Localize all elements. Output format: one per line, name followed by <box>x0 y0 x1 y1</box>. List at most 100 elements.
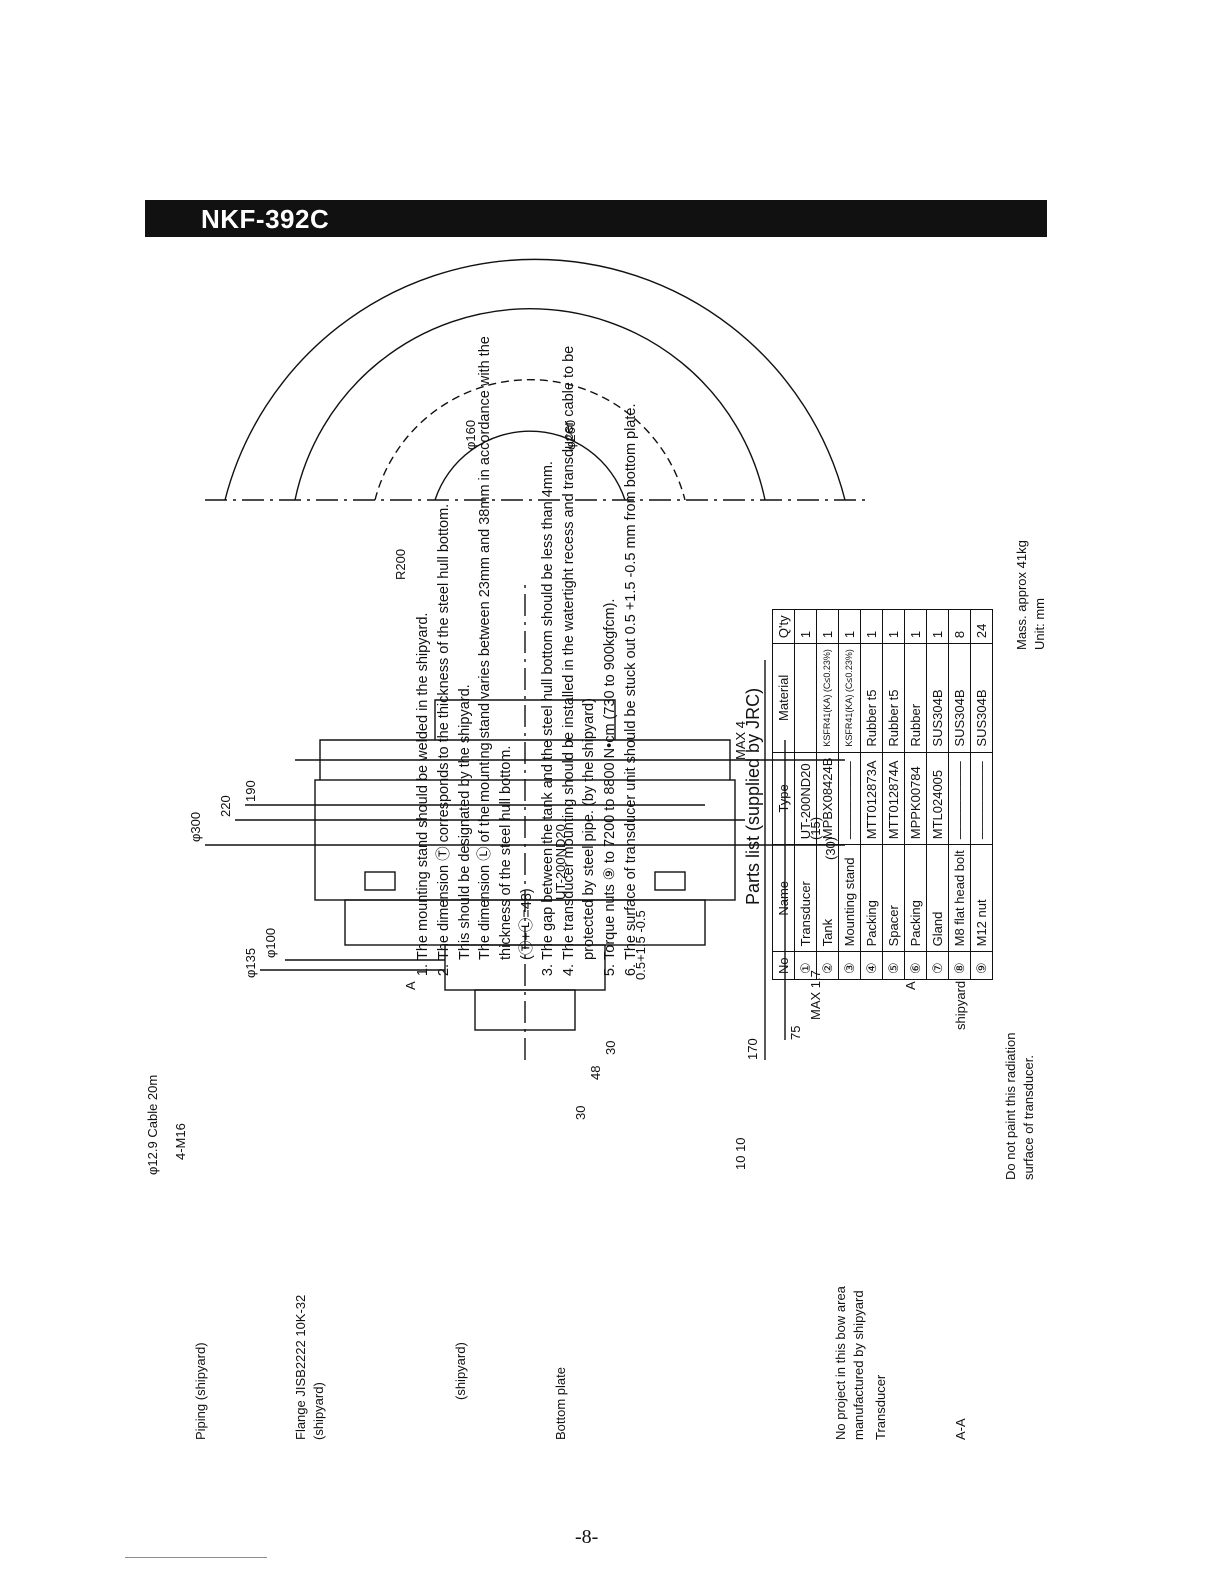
col-type: Type <box>772 752 795 845</box>
cell-name: M8 flat head bolt <box>948 844 971 952</box>
rotated-sheet: UT-200ND20 φ12.9 Cable 20m 4-M16 Piping … <box>145 245 1047 1460</box>
cell-qty: 1 <box>904 609 927 644</box>
cell-no: ④ <box>860 951 883 980</box>
cell-qty: 8 <box>948 609 971 644</box>
cell-qty: 1 <box>926 609 949 644</box>
cell-material: SUS304B <box>948 643 971 753</box>
shipyard-left-label: (shipyard) <box>453 1342 468 1400</box>
cell-no: ⑤ <box>882 951 905 980</box>
note-2: The dimension Ⓣ corresponds to the thick… <box>434 300 538 960</box>
cell-material: SUS304B <box>970 643 993 753</box>
cell-qty: 1 <box>816 609 839 644</box>
cell-type: —————— <box>948 752 971 845</box>
parts-header-row: No Name Type Material Q'ty <box>772 609 795 980</box>
nut-bottom <box>654 871 686 891</box>
flange-sub-label: (shipyard) <box>311 1382 326 1440</box>
section-a-left: A <box>403 981 418 990</box>
cell-name: Transducer <box>794 844 817 952</box>
cell-no: ⑦ <box>926 951 949 980</box>
weld-label: 10 10 <box>733 1137 748 1170</box>
dim-30-label: 30 <box>603 1041 618 1055</box>
bottom-view-outer <box>224 258 846 501</box>
t30-label: (30) <box>823 837 838 860</box>
piping-label: Piping (shipyard) <box>193 1342 208 1440</box>
cell-qty: 1 <box>882 609 905 644</box>
cell-name: Packing <box>860 844 883 952</box>
mass-info: Mass. approx 41kg Unit: mm <box>1013 540 1049 650</box>
cell-name: Tank <box>816 844 839 952</box>
dim-30b-label: 30 <box>573 1106 588 1120</box>
dim-170-label: 170 <box>745 1038 760 1060</box>
dim-100-label: φ100 <box>263 928 278 958</box>
cell-type: MTT012874A <box>882 752 905 845</box>
flange-label: Flange JISB2222 10K-32 <box>293 1295 308 1440</box>
cable-label: φ12.9 Cable 20m <box>145 1075 160 1175</box>
tolerance-label: 0.5+1.5 -0.5 <box>633 910 648 980</box>
section-a-right: A <box>903 981 918 990</box>
cell-material: KSFR41(KA) (C≤0.23%) <box>838 643 861 753</box>
cell-qty: 1 <box>794 609 817 644</box>
bottom-view-r200 <box>294 308 766 501</box>
col-no: No <box>772 951 795 980</box>
r200-label: R200 <box>393 549 408 580</box>
note-6: The surface of transducer unit should be… <box>621 300 642 960</box>
max4-label: MAX 4 <box>733 721 748 760</box>
cell-no: ① <box>794 951 817 980</box>
cell-type: MPBX08424B <box>816 752 839 845</box>
col-material: Material <box>772 643 795 753</box>
note-2-sub: This should be designated by the shipyar… <box>456 684 473 960</box>
cell-no: ⑨ <box>970 951 993 980</box>
cell-material: KSFR41(KA) (C≤0.23%) <box>816 643 839 753</box>
do-not-paint-label: Do not paint this radiation <box>1003 1033 1018 1180</box>
note-3: The gap between the tank and the steel h… <box>538 300 559 960</box>
cell-material: SUS304B <box>926 643 949 753</box>
unit-value: Unit: mm <box>1032 598 1047 650</box>
col-name: Name <box>772 844 795 952</box>
cell-name: Mounting stand <box>838 844 861 952</box>
dim-300-label: φ300 <box>188 812 203 842</box>
title-bar: NKF-392C <box>145 200 1047 237</box>
pcd260-label: φ260 <box>563 420 578 450</box>
no-project-label: No project in this bow area <box>833 1285 848 1440</box>
cell-qty: 24 <box>970 609 993 644</box>
cell-name: Spacer <box>882 844 905 952</box>
pcd160-label: φ160 <box>463 420 478 450</box>
transducer-face <box>434 699 616 740</box>
page-number: -8- <box>575 1526 599 1548</box>
max17-label: MAX 1.7 <box>808 970 823 1020</box>
model-title: NKF-392C <box>201 204 330 234</box>
model-label: UT-200ND20 <box>553 824 568 900</box>
cell-material: Rubber t5 <box>860 643 883 753</box>
cell-name: Packing <box>904 844 927 952</box>
dim-75-label: 75 <box>788 1026 803 1040</box>
cell-type: UT-200ND20 <box>794 752 817 845</box>
note-2-sub2: The dimension Ⓛ of the mounting stand va… <box>477 336 515 960</box>
transducer-label: Transducer <box>873 1374 888 1440</box>
drawing-area: UT-200ND20 φ12.9 Cable 20m 4-M16 Piping … <box>145 245 1045 1460</box>
cell-type: MTL024005 <box>926 752 949 845</box>
cell-no: ③ <box>838 951 861 980</box>
dim-190-label: 190 <box>243 780 258 802</box>
dim-48-label: 48 <box>588 1066 603 1080</box>
cell-material: Rubber <box>904 643 927 753</box>
cell-no: ⑥ <box>904 951 927 980</box>
cell-no: ② <box>816 951 839 980</box>
cell-material: Rubber t5 <box>882 643 905 753</box>
cell-type: —————— <box>970 752 993 845</box>
installation-drawing: UT-200ND20 φ12.9 Cable 20m 4-M16 Piping … <box>145 258 1036 1440</box>
note-4: The transducer mounting should be instal… <box>559 300 601 960</box>
cell-type: —————— <box>838 752 861 845</box>
manufactured-label: manufactured by shipyard <box>851 1290 866 1440</box>
bottom-view-inner <box>434 430 626 501</box>
mounting-stand <box>319 739 731 780</box>
